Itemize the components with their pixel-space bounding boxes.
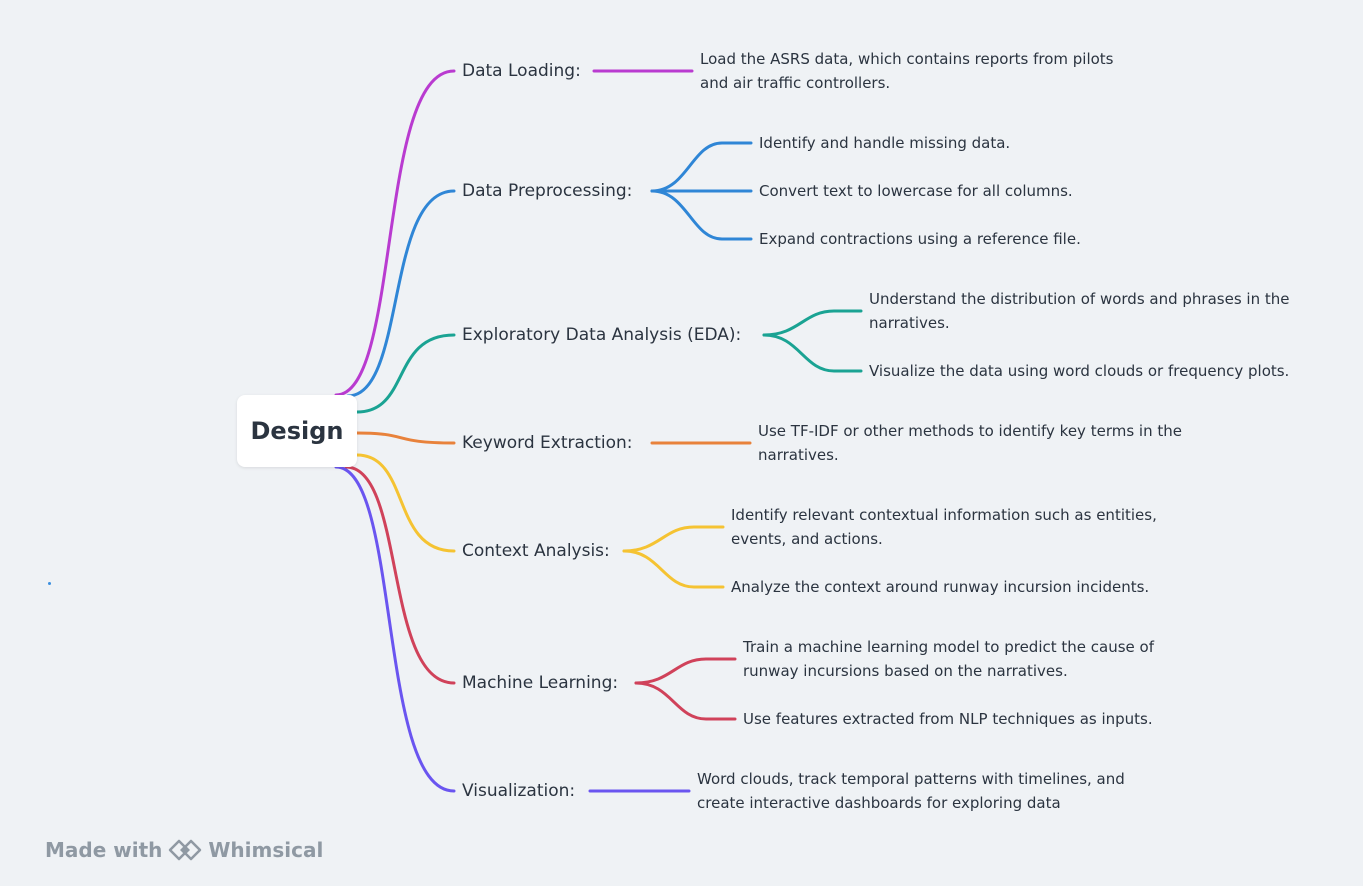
leaf-connector [650, 141, 753, 193]
leaf-text-line: Train a machine learning model to predic… [743, 638, 1154, 656]
leaf-connector [634, 657, 737, 685]
branch-label[interactable]: Keyword Extraction: [462, 433, 633, 453]
leaf-connector [762, 333, 863, 373]
leaf-text-line: Expand contractions using a reference fi… [759, 230, 1081, 248]
leaf-text-line: Analyze the context around runway incurs… [731, 578, 1150, 596]
branch-label[interactable]: Data Loading: [462, 61, 581, 81]
leaf-text-line: Visualize the data using word clouds or … [869, 362, 1290, 380]
leaf-text-line: Word clouds, track temporal patterns wit… [697, 770, 1125, 788]
branch-label[interactable]: Data Preprocessing: [462, 181, 633, 201]
root-node-label: Design [250, 417, 344, 445]
leaf-connector [622, 549, 725, 589]
stray-dot [48, 582, 51, 585]
leaf-text-line: runway incursions based on the narrative… [743, 662, 1068, 680]
root-node[interactable]: Design [237, 395, 357, 467]
branch-connector [334, 465, 456, 793]
leaf-text-line: Understand the distribution of words and… [869, 290, 1290, 308]
leaf-connector [622, 525, 725, 553]
leaf-text-line: Identify and handle missing data. [759, 134, 1011, 152]
leaf-text-line: Use features extracted from NLP techniqu… [743, 710, 1153, 728]
branch-label[interactable]: Context Analysis: [462, 541, 610, 561]
footer-brand: Whimsical [208, 838, 324, 862]
leaf-text-line: and air traffic controllers. [700, 74, 891, 92]
branch-connector [355, 431, 456, 445]
leaf-text-line: narratives. [869, 314, 950, 332]
leaf-text-line: Convert text to lowercase for all column… [759, 182, 1073, 200]
branch-label[interactable]: Machine Learning: [462, 673, 619, 693]
branch-label[interactable]: Visualization: [462, 781, 576, 801]
leaf-text-line: Use TF-IDF or other methods to identify … [758, 422, 1182, 440]
branch-connector [334, 69, 456, 397]
branch-connector [355, 453, 456, 553]
leaf-text-line: Load the ASRS data, which contains repor… [700, 50, 1114, 68]
leaf-connector [762, 309, 863, 337]
leaf-connector [650, 189, 753, 241]
leaf-text-line: narratives. [758, 446, 839, 464]
leaf-text-line: Identify relevant contextual information… [731, 506, 1157, 524]
whimsical-logo-icon [169, 839, 202, 861]
branch-connector [355, 333, 456, 414]
footer-watermark[interactable]: Made with Whimsical [45, 838, 323, 862]
branch-connector [346, 189, 456, 398]
leaf-text-line: create interactive dashboards for explor… [697, 794, 1061, 812]
branch-connector [344, 465, 456, 685]
leaf-text-line: events, and actions. [731, 530, 883, 548]
footer-made-with: Made with [45, 838, 163, 862]
branch-label[interactable]: Exploratory Data Analysis (EDA): [462, 325, 742, 345]
leaf-connector [634, 681, 737, 721]
